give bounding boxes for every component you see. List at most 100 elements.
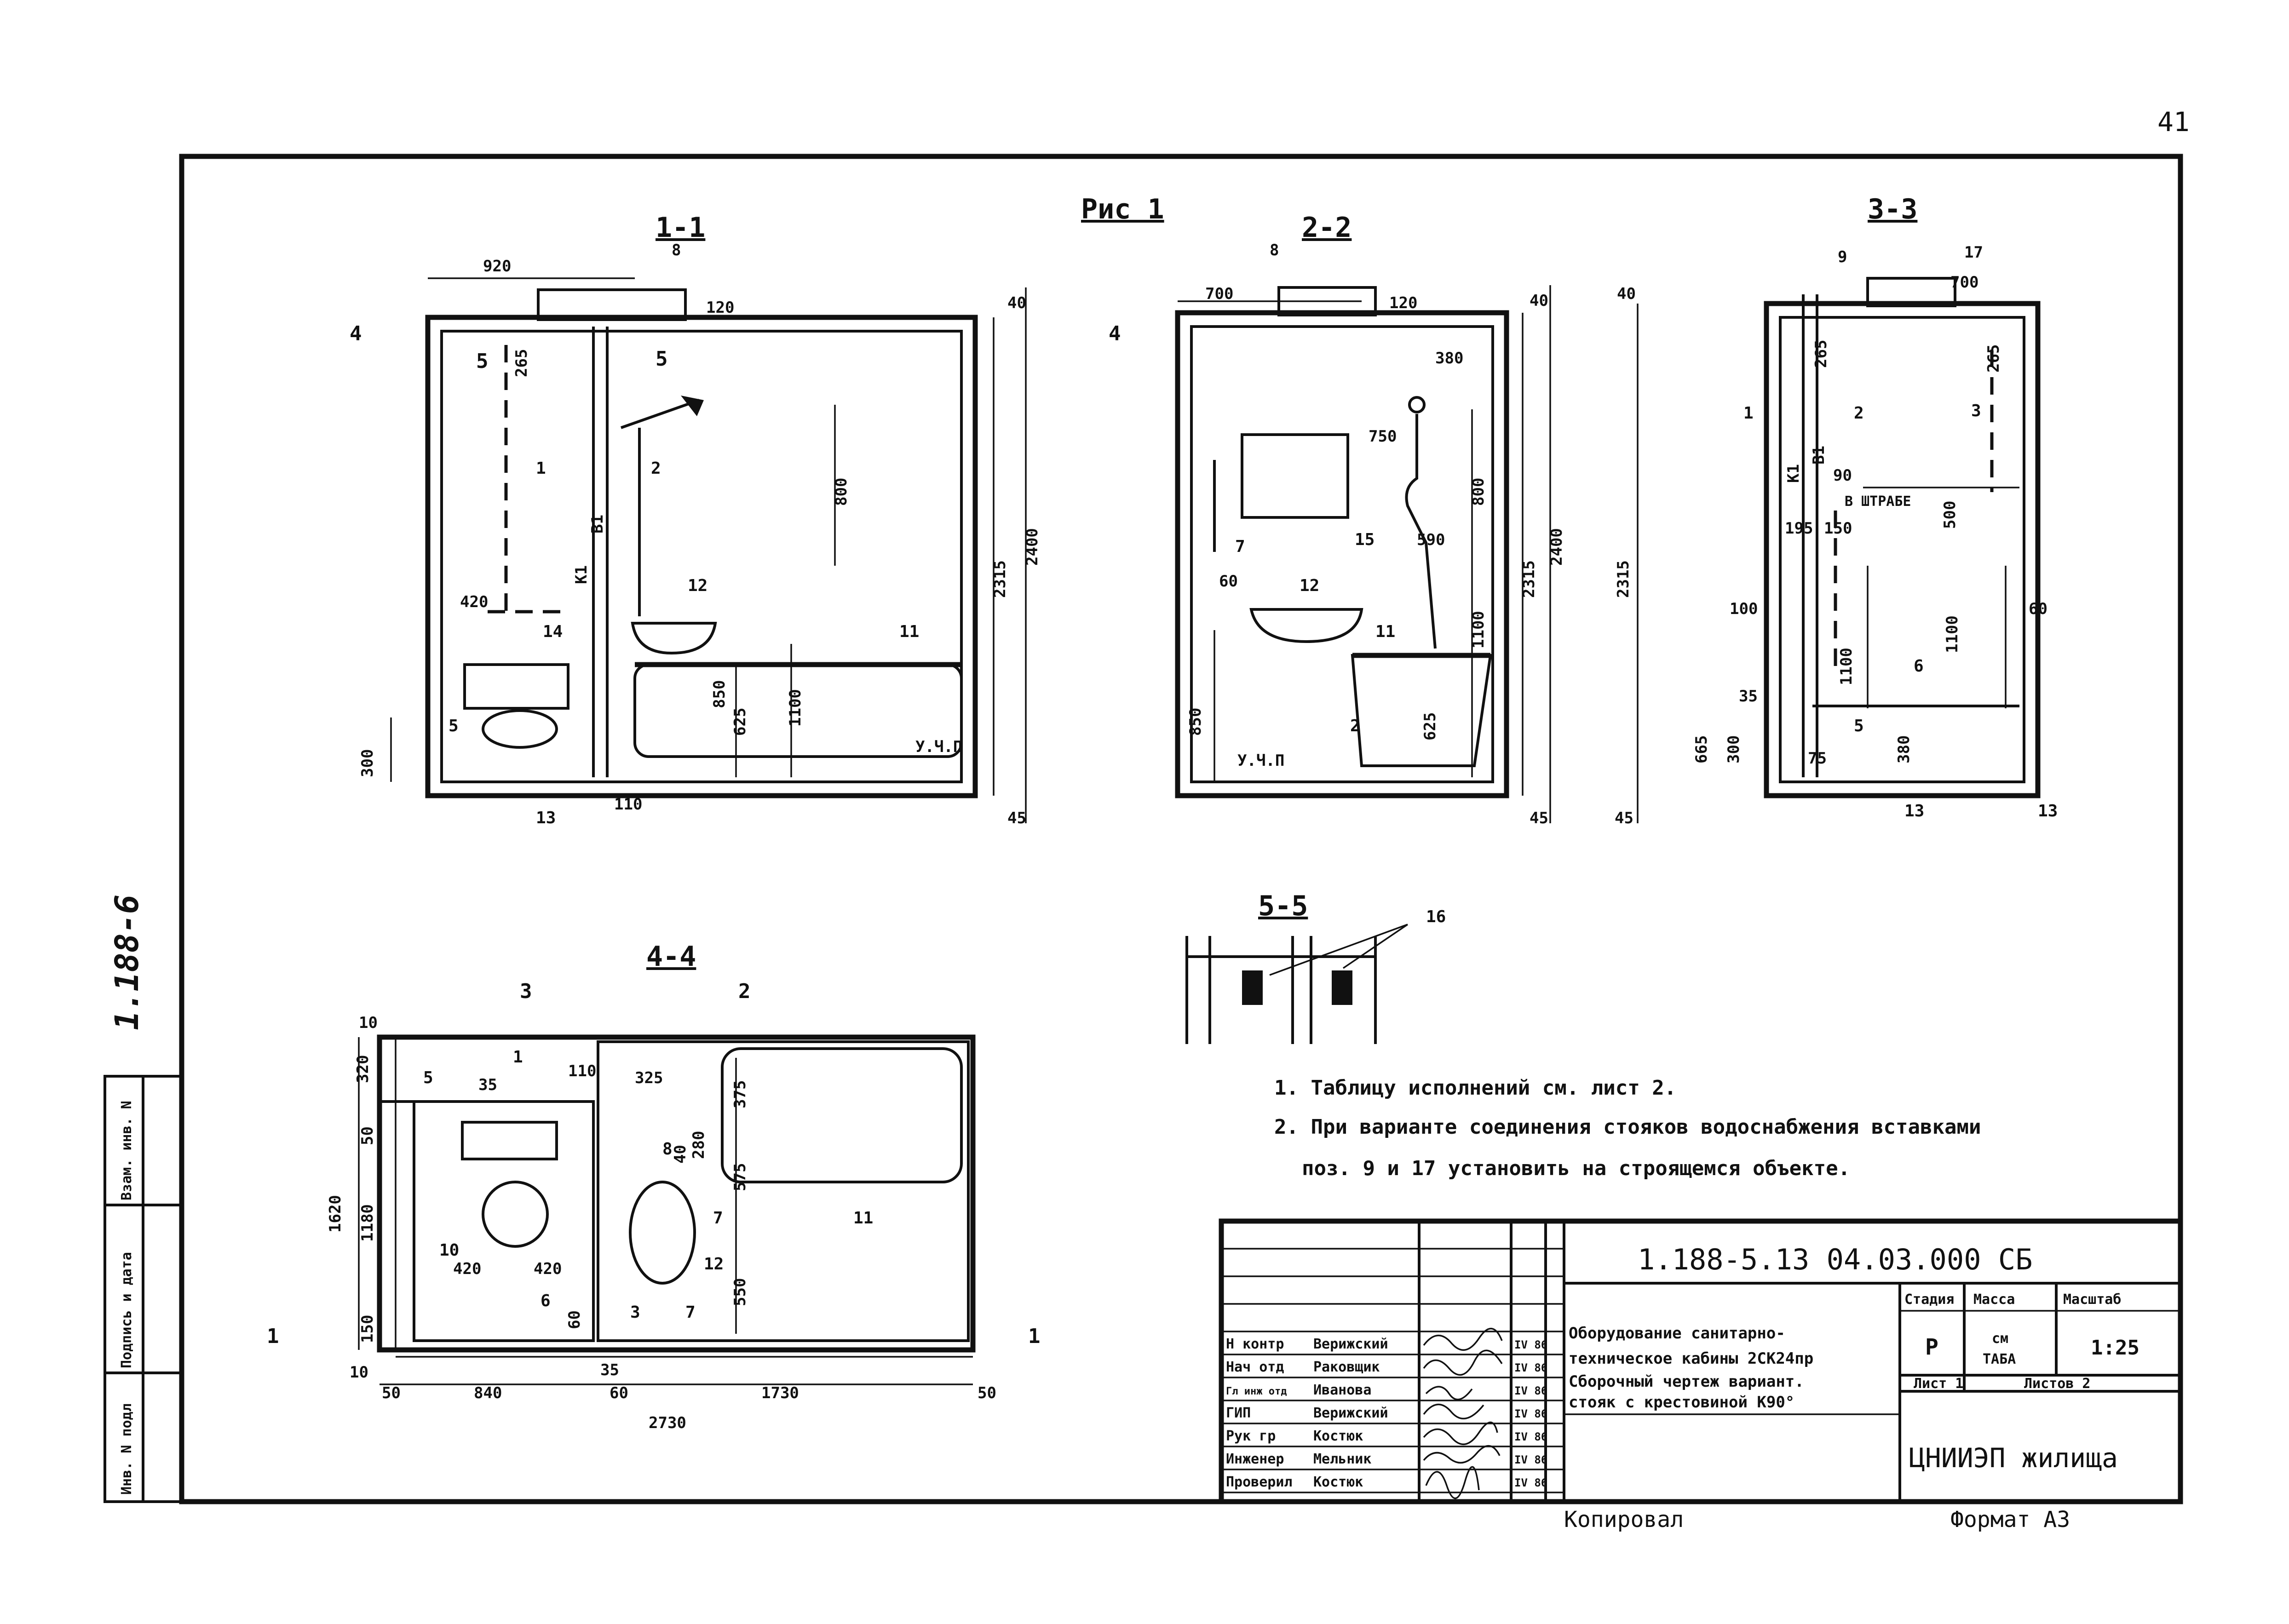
staff-name-4: Костюк	[1313, 1428, 1363, 1444]
title-line-2: техническое кабины 2СК24пр	[1569, 1349, 1813, 1368]
dim-90: 90	[1833, 466, 1852, 485]
pos-13: 13	[536, 809, 556, 827]
staff-name-1: Раковщик	[1313, 1359, 1380, 1375]
pos-3: 3	[1971, 402, 1981, 420]
section-label-2-2: 2-2	[1302, 212, 1352, 244]
dim-60: 60	[2029, 600, 2047, 618]
section-label-1-1: 1-1	[656, 212, 705, 244]
dim-920: 920	[483, 257, 511, 275]
riser-b1: B1	[1810, 446, 1828, 465]
dim-420: 420	[460, 593, 488, 611]
dim-665: 665	[1692, 735, 1711, 763]
pos-7: 7	[1235, 537, 1245, 556]
dim-10-top: 10	[359, 1014, 378, 1032]
cabin-inner	[1779, 316, 2025, 783]
page-number: 41	[2157, 106, 2190, 138]
dim-1620: 1620	[326, 1195, 345, 1233]
dim-50-left: 50	[382, 1384, 401, 1402]
staff-role-5: Инженер	[1226, 1451, 1284, 1467]
figure-title: Рис 1	[1081, 193, 1164, 225]
side-stamp-repl: Взам. инв. N	[119, 1101, 135, 1200]
washbasin	[1249, 608, 1363, 643]
dim-265-b: 265	[1984, 344, 2003, 373]
pos-8: 8	[662, 1140, 673, 1159]
staff-role-2: Гл инж отд	[1226, 1386, 1287, 1397]
section-2-2: 2-2 700 8 120 40 380 750 590 800 1100 60…	[1175, 212, 1566, 827]
dim-500: 500	[1941, 501, 1959, 529]
dim-800: 800	[1469, 478, 1488, 506]
pos-13-b: 13	[2038, 802, 2058, 821]
pos-2: 2	[651, 459, 661, 478]
plan-room-wc	[413, 1100, 595, 1342]
dim-60-bottom: 60	[610, 1384, 628, 1402]
dim-1100-a: 1100	[1837, 648, 1856, 685]
dim-2730: 2730	[649, 1414, 686, 1432]
dim-40: 40	[671, 1145, 690, 1164]
cut-5-right: 5	[656, 347, 668, 371]
riser-k1: K1	[1784, 464, 1803, 483]
cut-1-right: 1	[1028, 1325, 1041, 1348]
riser-k1: K1	[572, 565, 591, 584]
bathtub	[1351, 654, 1492, 767]
plan-washbasin	[629, 1181, 696, 1285]
dim-2315: 2315	[1614, 560, 1633, 598]
note-2-cont: поз. 9 и 17 установить на строящемся объ…	[1302, 1157, 1850, 1180]
staff-role-3: ГИП	[1226, 1405, 1251, 1421]
floor-mark: У.Ч.П	[915, 738, 962, 756]
hdr-stage: Стадия	[1904, 1291, 1954, 1308]
pos-11: 11	[853, 1209, 873, 1228]
dim-850: 850	[1186, 708, 1205, 736]
dim-100: 100	[1730, 600, 1758, 618]
staff-role-6: Проверил	[1226, 1474, 1293, 1490]
staff-name-3: Верижский	[1313, 1405, 1388, 1421]
pos-15: 15	[1355, 530, 1375, 549]
staff-date-2: IV 86	[1514, 1384, 1547, 1397]
side-stamp-sign: Подпись и дата	[119, 1252, 135, 1368]
dim-700: 700	[1950, 273, 1978, 292]
dim-45: 45	[1615, 809, 1633, 827]
dim-35-top: 35	[478, 1076, 497, 1094]
cut-3: 3	[520, 980, 532, 1003]
pos-3: 3	[630, 1303, 640, 1322]
val-scale: 1:25	[2091, 1336, 2139, 1360]
dim-300: 300	[1725, 735, 1743, 763]
staff-date-0: IV 86	[1514, 1338, 1547, 1351]
plan-bathtub	[721, 1047, 963, 1183]
section-label-3-3: 3-3	[1868, 193, 1917, 225]
dim-1730: 1730	[761, 1384, 799, 1402]
dim-265: 265	[512, 349, 531, 377]
pos-2: 2	[1350, 717, 1360, 735]
cabin-wall	[425, 315, 978, 798]
staff-name-6: Костюк	[1313, 1474, 1363, 1490]
notes: 1. Таблицу исполнений см. лист 2. 2. При…	[1274, 1076, 1981, 1180]
side-stamp-inv: Инв. N подл	[119, 1403, 135, 1495]
toilet-bowl	[482, 709, 558, 749]
dim-2400: 2400	[1547, 528, 1566, 566]
pos-16: 16	[1426, 907, 1446, 926]
pos-7-b: 7	[685, 1303, 696, 1322]
cabin-wall	[1175, 310, 1509, 798]
note-2: 2. При варианте соединения стояков водос…	[1274, 1115, 1981, 1139]
sheet-frame	[179, 154, 2183, 1504]
staff-date-3: IV 86	[1514, 1407, 1547, 1420]
dim-375: 375	[731, 1080, 749, 1108]
staff-date-4: IV 86	[1514, 1430, 1547, 1443]
section-label-5-5: 5-5	[1258, 890, 1308, 922]
pos-7-a: 7	[713, 1209, 723, 1228]
staff-date-1: IV 86	[1514, 1361, 1547, 1374]
plan-flush-tank	[461, 1121, 558, 1160]
val-mass-1: см	[1992, 1331, 2008, 1347]
dim-35: 35	[1739, 687, 1758, 706]
dim-850: 850	[710, 680, 729, 708]
staff-name-5: Мельник	[1313, 1451, 1371, 1467]
dim-1100: 1100	[1469, 611, 1488, 648]
cut-4-right: 4	[1109, 322, 1121, 345]
dim-40: 40	[1617, 285, 1636, 303]
dim-2315: 2315	[991, 560, 1009, 598]
org-name: ЦНИИЭП жилища	[1909, 1442, 2118, 1474]
cabin-wall	[1764, 301, 2041, 798]
sheet-number: Лист 1	[1914, 1376, 1963, 1392]
cut-5-left: 5	[476, 350, 489, 373]
pos-2: 2	[1854, 404, 1864, 423]
note-1: 1. Таблицу исполнений см. лист 2.	[1274, 1076, 1676, 1100]
